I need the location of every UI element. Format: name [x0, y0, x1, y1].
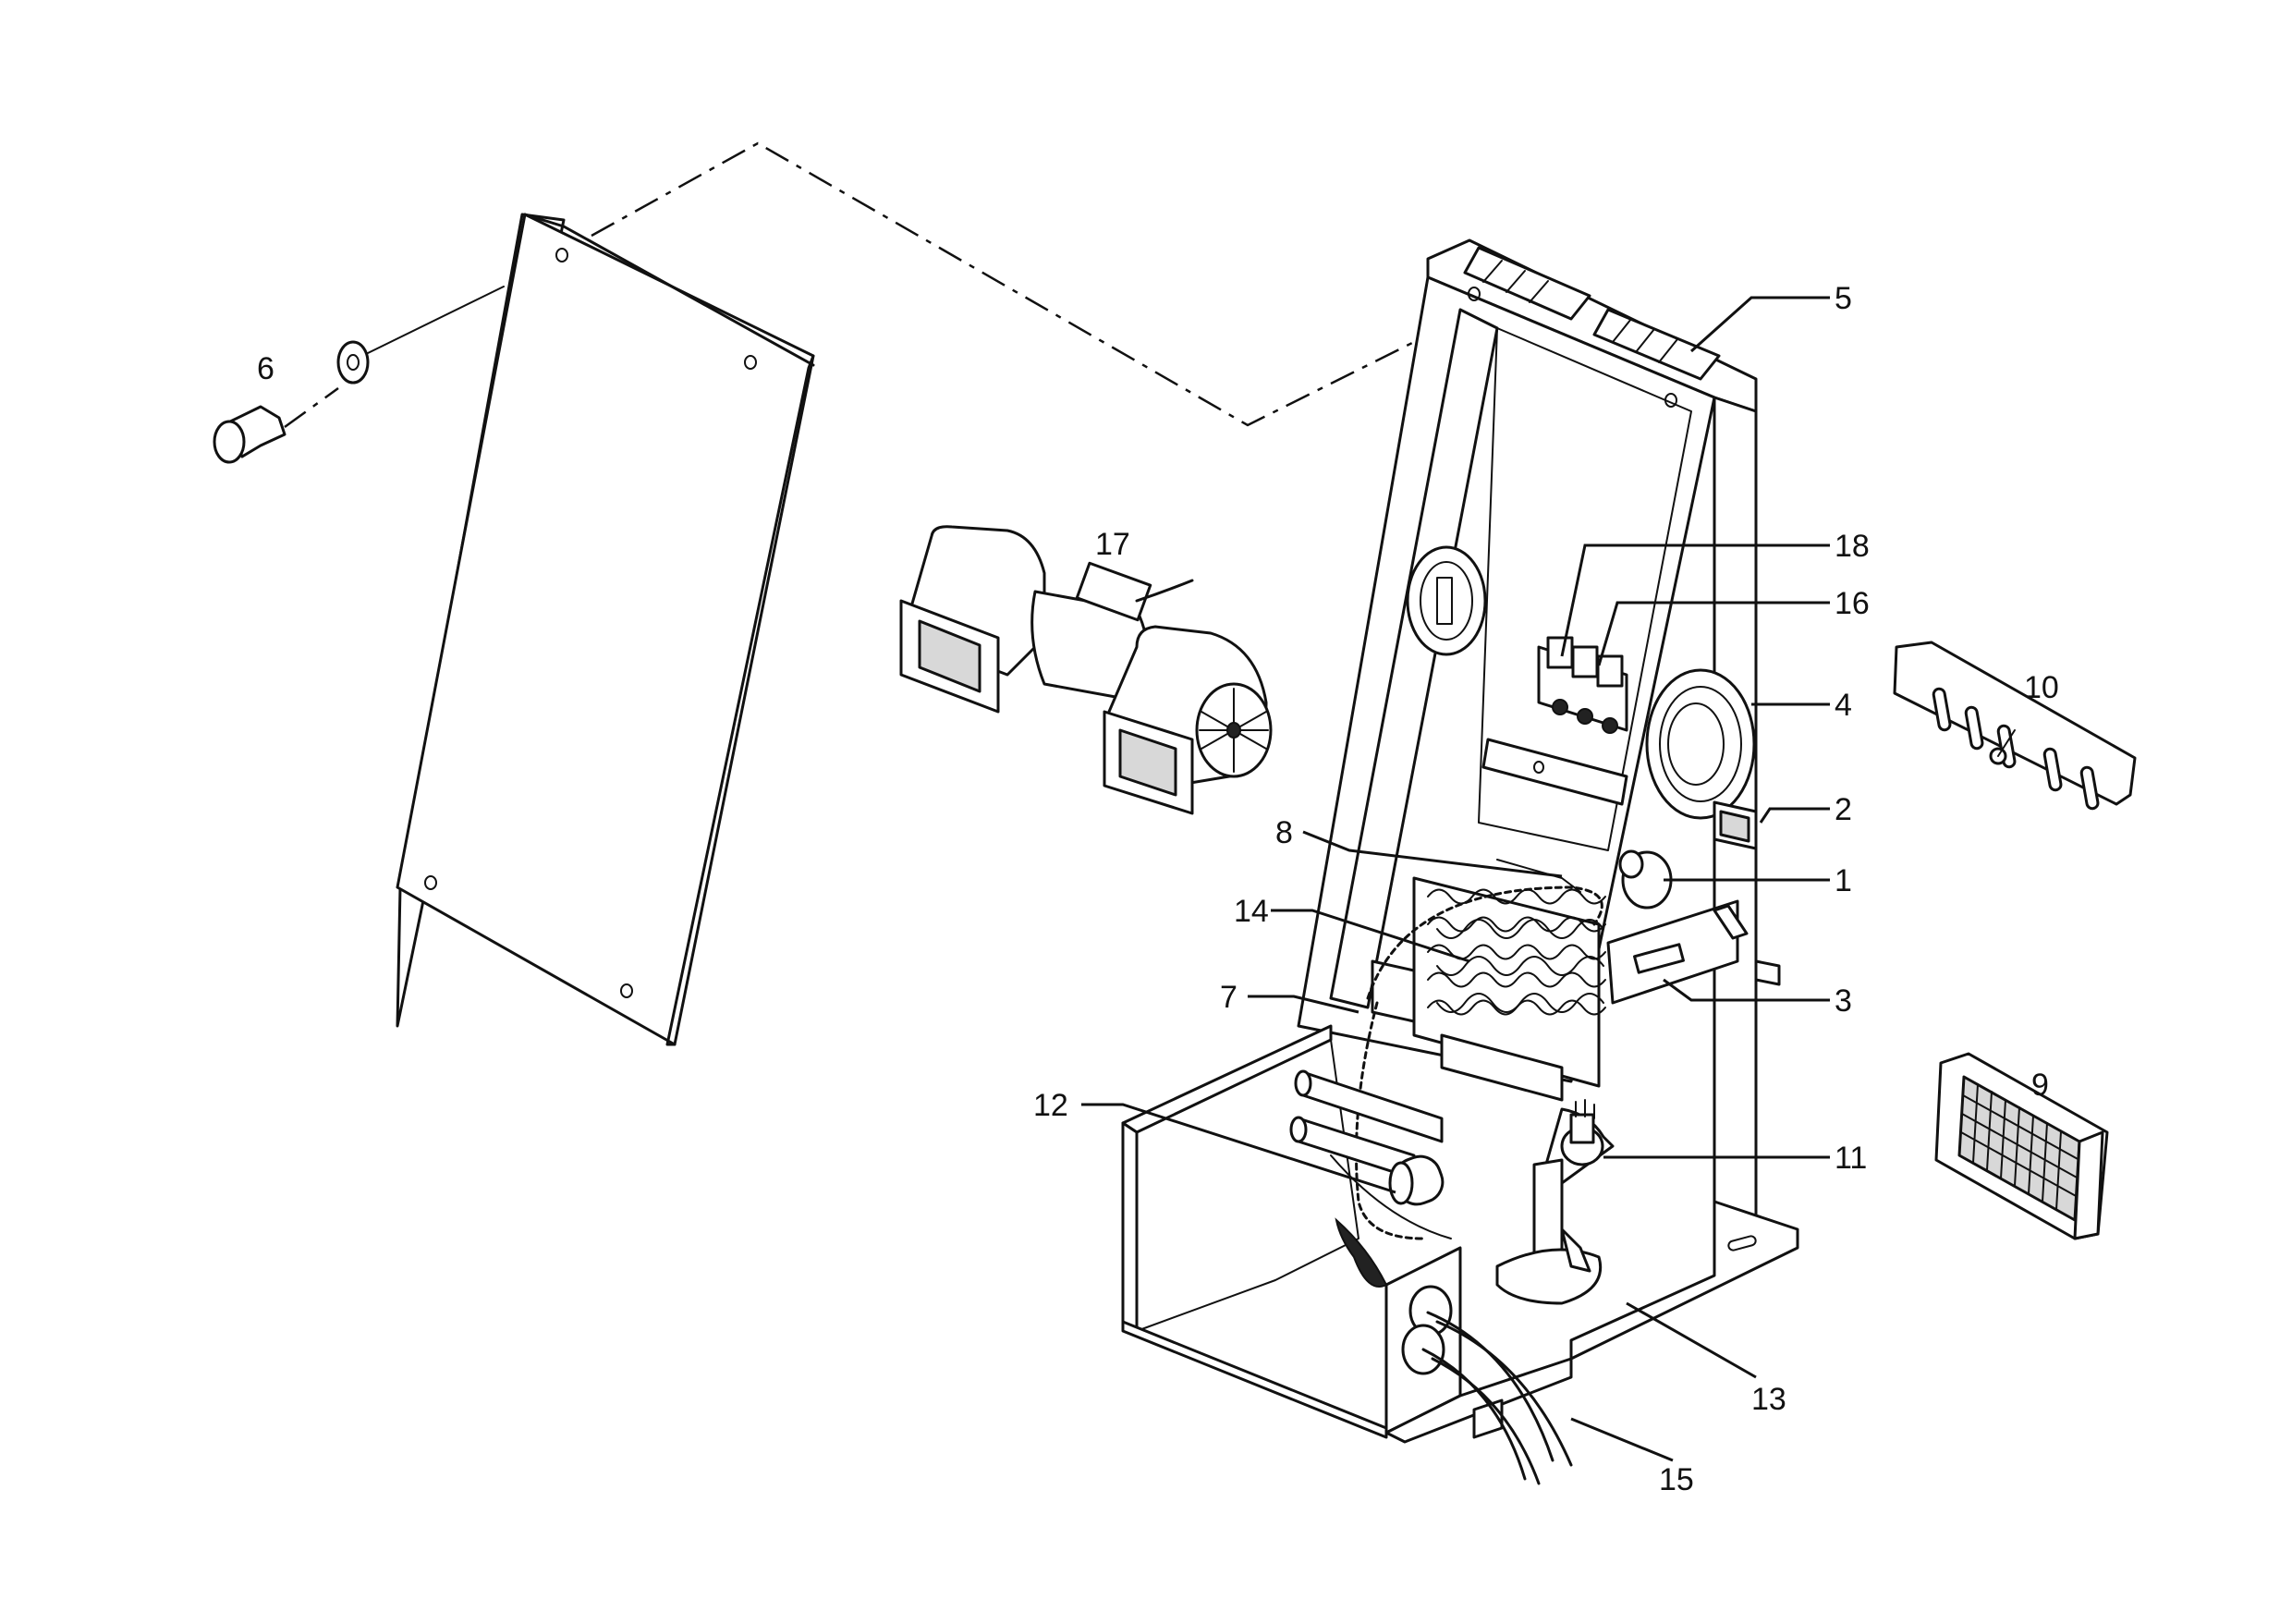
part-15-cables: [1401, 1285, 1573, 1485]
part-17-blower: [899, 525, 1273, 815]
inspection-port: [1406, 545, 1487, 656]
base-tray: [1121, 1024, 1799, 1444]
callout-18: 18: [1835, 529, 1870, 564]
callout-4: 4: [1835, 688, 1852, 723]
callout-10: 10: [2024, 670, 2059, 705]
part-14-heating-element: [1371, 876, 1606, 1102]
part-2-switch: [1713, 800, 1758, 850]
assembly-dash-line: [591, 141, 1480, 427]
front-panel: [396, 213, 815, 1046]
top-vent-right: [1592, 308, 1721, 381]
callout-13: 13: [1751, 1382, 1786, 1417]
callout-17: 17: [1095, 527, 1130, 562]
callout-16: 16: [1835, 586, 1870, 621]
callout-9: 9: [2031, 1068, 2049, 1103]
part-18-16-terminal-blocks: [1537, 636, 1628, 734]
internal-tubes: [1289, 1069, 1452, 1239]
callout-5: 5: [1835, 281, 1852, 316]
part-3-switch-plate: [1606, 899, 1781, 1005]
part-10-louvre: [1893, 641, 2137, 811]
callout-14: 14: [1234, 894, 1269, 929]
callout-1: 1: [1835, 863, 1852, 898]
callout-2: 2: [1835, 792, 1852, 827]
callout-7: 7: [1220, 980, 1237, 1015]
callout-3: 3: [1835, 983, 1852, 1019]
callout-labels: 1 2 3 4 5 6 7 8 9 10 11 12 13 14 15 16 1…: [257, 281, 2059, 1497]
callout-15: 15: [1659, 1462, 1694, 1497]
top-vent-left: [1463, 246, 1591, 321]
callout-8: 8: [1275, 815, 1293, 850]
callout-12: 12: [1033, 1088, 1068, 1123]
part-6-fastener: [213, 286, 505, 464]
part-11-13-burner-valve: [1335, 1099, 1615, 1305]
part-4-thermostat: [1645, 668, 1756, 820]
leader-lines: [1081, 296, 1830, 1462]
part-12-sensor: [1388, 1154, 1445, 1206]
callout-6: 6: [257, 351, 274, 386]
part-9-filter: [1934, 1052, 2109, 1240]
callout-11: 11: [1835, 1141, 1867, 1176]
part-1-reset-button: [1618, 849, 1673, 910]
